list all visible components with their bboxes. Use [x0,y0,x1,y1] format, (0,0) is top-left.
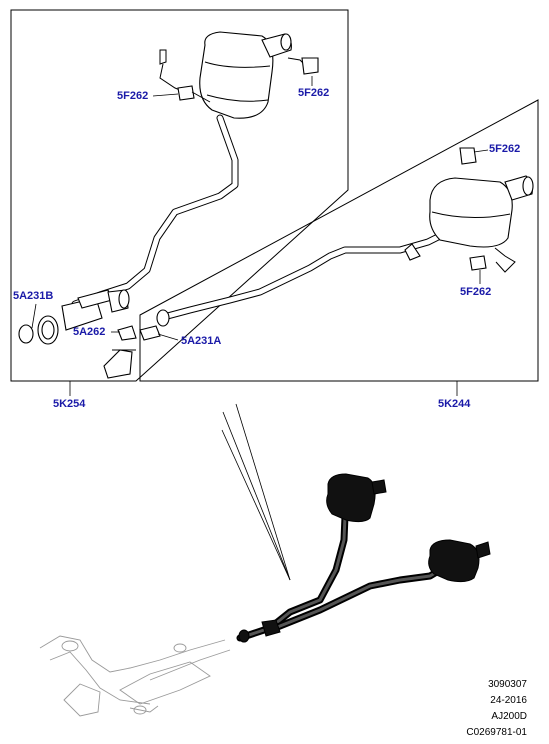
reference-code-3: AJ200D [491,711,527,722]
rear-muffler-left [199,31,274,119]
clamp-5a231b [18,324,34,344]
overview-exhaust-highlight [236,473,491,643]
reference-code-4: C0269781-01 [466,727,527,738]
left-exhaust-assembly [18,31,319,379]
callout-clamp-b: 5A231B [13,290,54,302]
reference-code-2: 24-2016 [490,695,527,706]
callout-hanger-right-top: 5F262 [489,143,521,155]
assembly-label-left: 5K254 [53,398,86,410]
right-exhaust-assembly [139,147,534,341]
overview-front-section [39,635,231,717]
right-assembly-frame [139,99,539,382]
callout-hanger-top-right: 5F262 [298,87,330,99]
callout-mount: 5A262 [73,326,106,338]
overview-muffler-lower [428,539,480,583]
left-assembly-frame [10,9,349,382]
callout-hanger-right-bottom: 5F262 [460,286,492,298]
callout-hanger-top-left: 5F262 [117,90,149,102]
rear-muffler-right [429,177,513,248]
assembly-label-right: 5K244 [438,398,471,410]
callout-clamp-a: 5A231A [181,335,222,347]
mount-5a262 [117,325,137,341]
clamp-5a231a [156,309,170,327]
reference-code-1: 3090307 [488,679,527,690]
overview-muffler-upper [326,473,376,523]
